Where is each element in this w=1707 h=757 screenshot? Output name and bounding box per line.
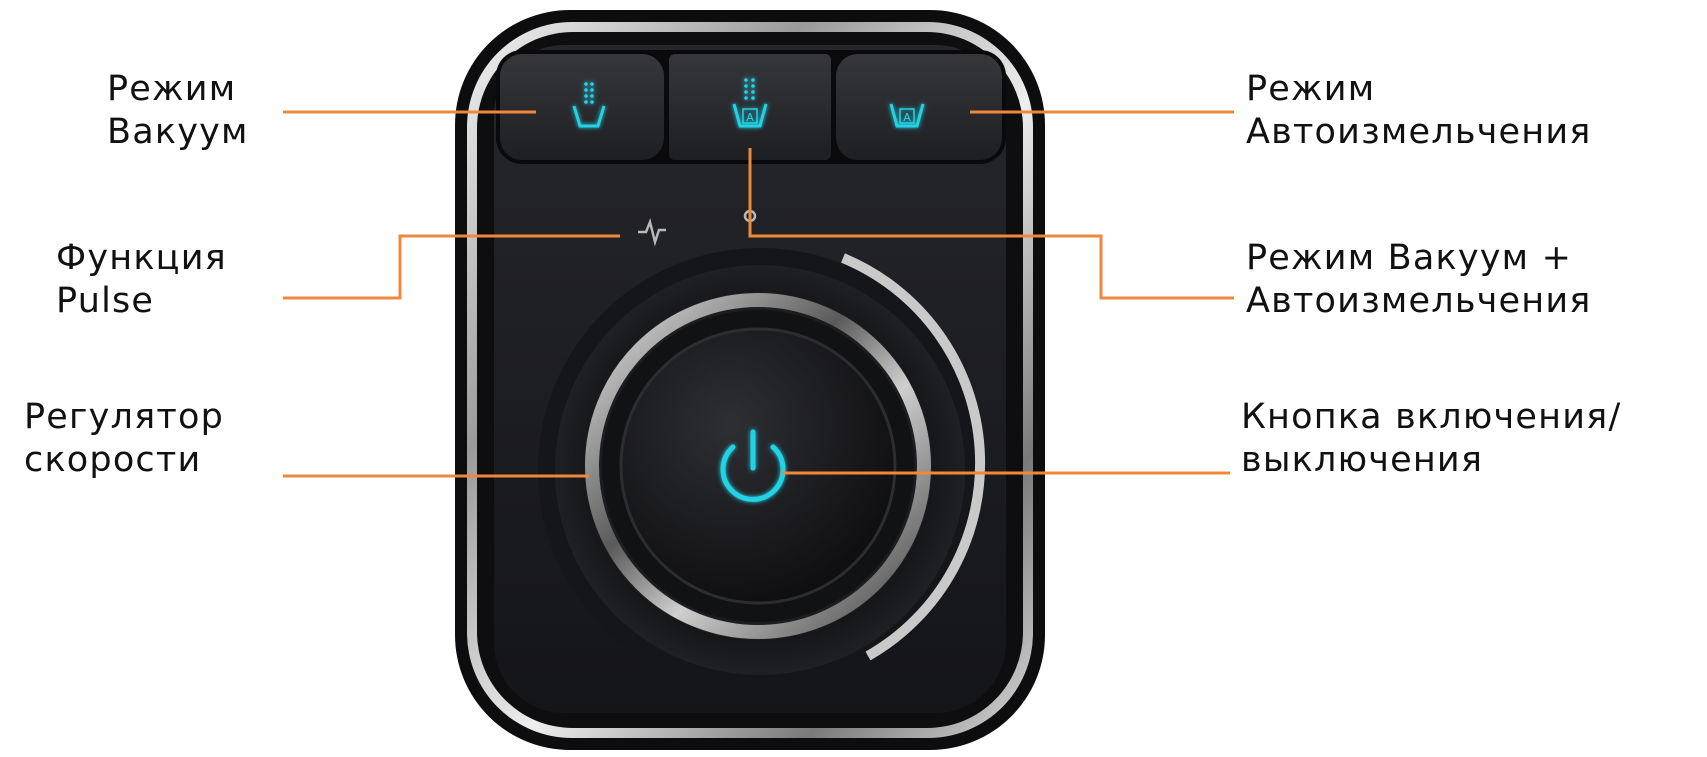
vacuum-auto-mode-button[interactable] <box>669 54 831 160</box>
leader-line-pulse <box>283 234 620 300</box>
cup-auto-letter: A <box>903 111 911 124</box>
label-speed-regulator: Регулятор скорости <box>24 397 224 480</box>
cup-vacuum-icon <box>572 82 606 128</box>
speed-regulator-ring[interactable] <box>585 293 931 639</box>
label-auto-blend-mode: Режим Автоизмельчения <box>1246 69 1592 152</box>
label-vacuum-mode: Режим Вакуум <box>107 69 249 152</box>
vacuum-mode-button[interactable] <box>500 54 664 160</box>
label-power-button: Кнопка включения/ выключения <box>1241 397 1622 480</box>
cup-vacuum-auto-icon: A <box>732 78 768 128</box>
leader-lines <box>283 110 1234 478</box>
cup-auto-icon: A <box>889 103 925 128</box>
label-pulse-function: Функция Pulse <box>56 238 227 321</box>
speed-scale-arc <box>841 253 986 661</box>
power-icon <box>720 429 786 502</box>
cup-vacuum-auto-letter: A <box>746 111 754 124</box>
leader-line-vacuum-auto <box>748 148 1234 300</box>
mode-buttons-row: A A <box>496 50 1006 164</box>
label-vacuum-auto-mode: Режим Вакуум + Автоизмельчения <box>1246 238 1592 321</box>
speed-knob-assembly <box>538 248 986 692</box>
auto-mode-button[interactable] <box>836 54 1002 160</box>
power-button[interactable] <box>619 327 897 605</box>
pulse-icon <box>638 217 666 247</box>
